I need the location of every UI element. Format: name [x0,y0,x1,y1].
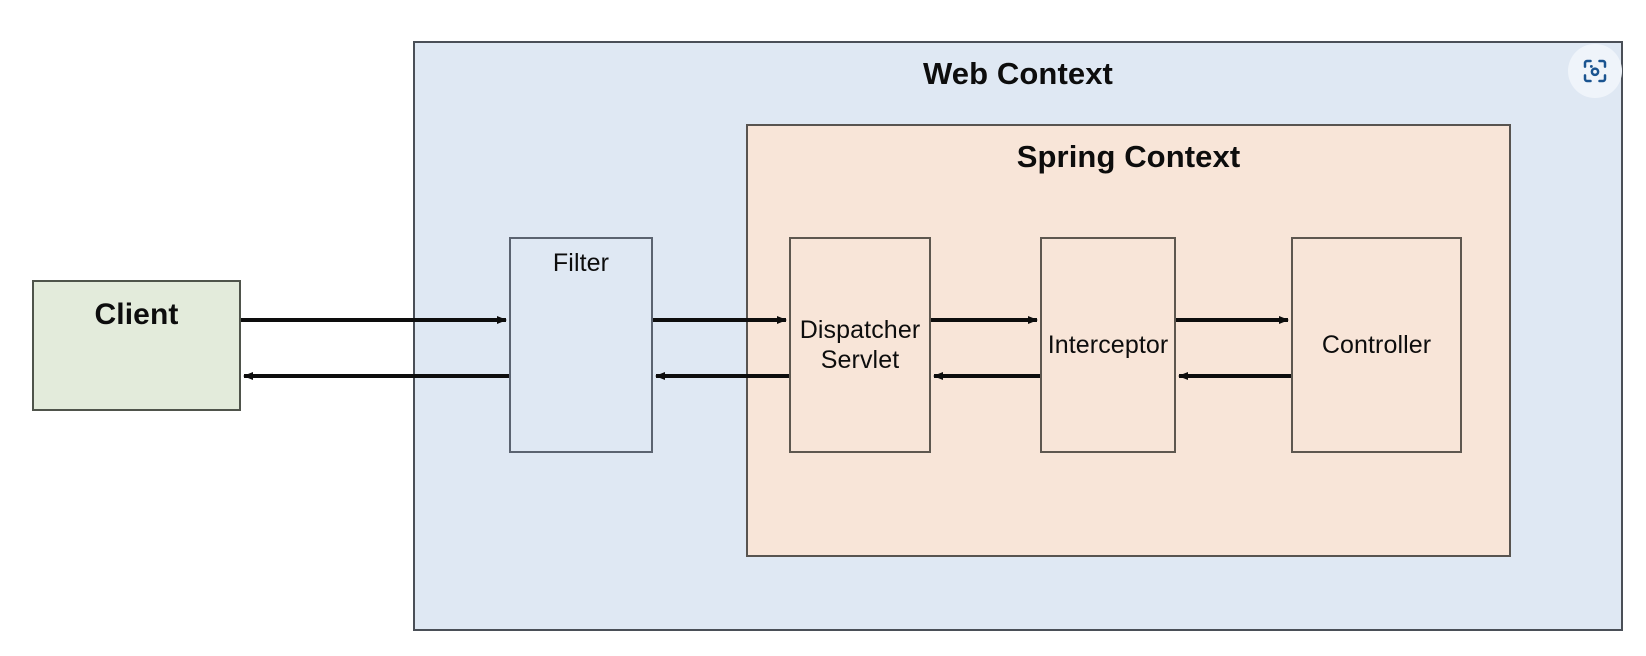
scan-lens-icon [1583,59,1607,83]
node-filter-label: Filter [552,249,610,277]
spring-context-title: Spring Context [1016,139,1241,174]
node-interceptor: Interceptor [1040,237,1176,453]
node-filter: Filter [509,237,653,453]
node-client-label: Client [94,298,179,331]
scan-button[interactable] [1568,44,1622,98]
node-interceptor-label: Interceptor [1047,330,1169,359]
node-client: Client [32,280,241,411]
node-dispatcher-servlet: Dispatcher Servlet [789,237,931,453]
node-controller: Controller [1291,237,1462,453]
web-context-title: Web Context [923,56,1113,91]
node-dispatcher-servlet-label: Dispatcher Servlet [799,315,921,375]
node-controller-label: Controller [1321,330,1432,359]
